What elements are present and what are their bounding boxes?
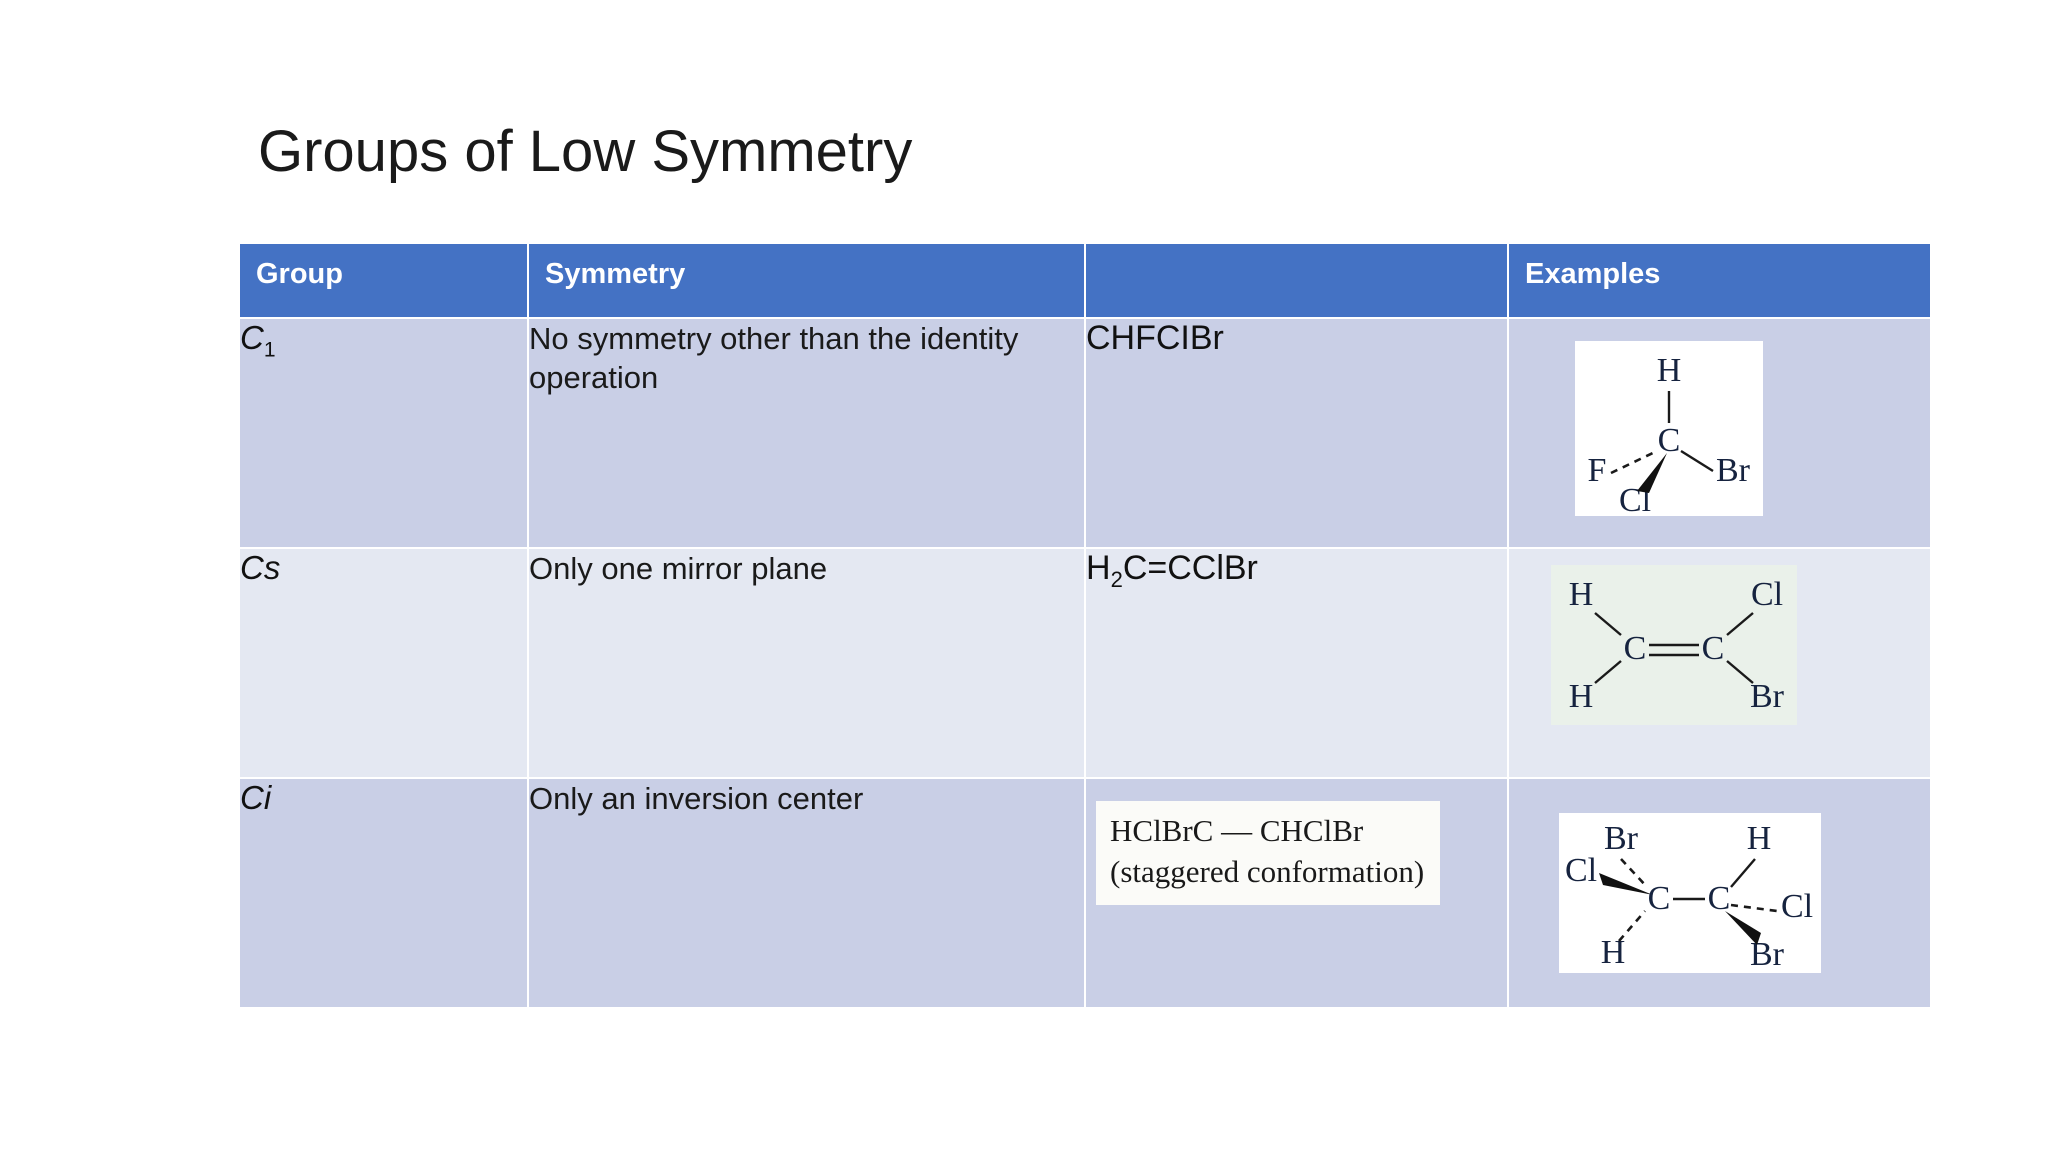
table-row: Ci Only an inversion center HClBrC — CHC… bbox=[238, 777, 1932, 1009]
group-subscript: 1 bbox=[263, 338, 276, 362]
symmetry-groups-table: Group Symmetry Examples C1 No symmetry o… bbox=[238, 242, 1932, 1009]
cell-example-ci: Br Cl H C C bbox=[1507, 777, 1932, 1009]
molecule-card-chfclbr: H C F Br Cl bbox=[1575, 341, 1763, 516]
cell-formula-cs: H2C=CClBr bbox=[1084, 547, 1509, 779]
bond-c1-br-dashed bbox=[1620, 858, 1648, 888]
atom-label-br-top-left: Br bbox=[1604, 820, 1639, 857]
bond-c2-cl-dashed bbox=[1730, 903, 1778, 913]
molecule-chfclbr-diagram: H C F Br Cl bbox=[1588, 352, 1751, 516]
group-symbol: C bbox=[240, 319, 264, 356]
formula-rest: C=CClBr bbox=[1122, 549, 1258, 587]
bond-c2-br-wedge bbox=[1725, 911, 1761, 945]
bond-c-cl-wedge bbox=[1637, 453, 1667, 493]
bond-c1-h bbox=[1618, 910, 1646, 942]
bond-c-br bbox=[1680, 449, 1714, 473]
formula-note-line-1: HClBrC — CHClBr bbox=[1110, 813, 1364, 848]
atom-label-c: C bbox=[1658, 422, 1681, 459]
atom-label-h-top-left: H bbox=[1569, 576, 1594, 613]
molecule-card-h2cccibr: H H C C bbox=[1551, 565, 1797, 725]
cell-group-c1: C1 bbox=[238, 317, 529, 549]
table-row: Cs Only one mirror plane H2C=CClBr H bbox=[238, 547, 1932, 779]
table-row: C1 No symmetry other than the identity o… bbox=[238, 317, 1932, 549]
cell-example-c1: H C F Br Cl bbox=[1507, 317, 1932, 549]
atom-label-c-left: C bbox=[1624, 630, 1647, 667]
formula-subscript: 2 bbox=[1110, 566, 1123, 592]
atom-label-c-right: C bbox=[1702, 630, 1725, 667]
column-header-symmetry: Symmetry bbox=[527, 242, 1086, 319]
cell-group-ci: Ci bbox=[238, 777, 529, 1009]
molecule-hclbrc-chclbr-diagram: Br Cl H C C bbox=[1565, 820, 1813, 973]
atom-label-cl-right: Cl bbox=[1781, 888, 1813, 925]
atom-label-h-bottom-left: H bbox=[1569, 678, 1594, 715]
cell-symmetry-c1: No symmetry other than the identity oper… bbox=[527, 317, 1086, 549]
bond-c2-br bbox=[1726, 660, 1754, 684]
molecule-card-hclbrc-chclbr: Br Cl H C C bbox=[1559, 813, 1821, 973]
cell-symmetry-ci: Only an inversion center bbox=[527, 777, 1086, 1009]
bond-c1-h-top bbox=[1594, 612, 1622, 636]
atom-label-c-right: C bbox=[1708, 880, 1731, 917]
cell-group-cs: Cs bbox=[238, 547, 529, 779]
atom-label-br: Br bbox=[1750, 678, 1785, 715]
atom-label-c-left: C bbox=[1648, 880, 1671, 917]
bond-c1-cl-wedge bbox=[1599, 873, 1653, 895]
column-header-group: Group bbox=[238, 242, 529, 319]
formula-note-box: HClBrC — CHClBr (staggered conformation) bbox=[1096, 801, 1441, 905]
bond-c2-h bbox=[1730, 858, 1756, 888]
group-symbol: Cs bbox=[240, 549, 281, 586]
bond-c2-cl bbox=[1726, 612, 1754, 636]
group-symbol: Ci bbox=[240, 779, 272, 816]
cell-formula-ci: HClBrC — CHClBr (staggered conformation) bbox=[1084, 777, 1509, 1009]
table-header-row: Group Symmetry Examples bbox=[238, 242, 1932, 319]
page-title: Groups of Low Symmetry bbox=[258, 119, 913, 184]
atom-label-cl-left: Cl bbox=[1565, 852, 1597, 889]
formula-note-line-2: (staggered conformation) bbox=[1110, 853, 1425, 889]
molecule-h2cccibr-diagram: H H C C bbox=[1569, 576, 1785, 715]
atom-label-cl: Cl bbox=[1751, 576, 1783, 613]
column-header-formula bbox=[1084, 242, 1509, 319]
atom-label-h-top-right: H bbox=[1747, 820, 1772, 857]
atom-label-h: H bbox=[1657, 352, 1682, 389]
bond-c1-h-bottom bbox=[1594, 660, 1622, 684]
column-header-examples: Examples bbox=[1507, 242, 1932, 319]
cell-symmetry-cs: Only one mirror plane bbox=[527, 547, 1086, 779]
cell-formula-c1: CHFCIBr bbox=[1084, 317, 1509, 549]
bond-c-f-dashed bbox=[1610, 449, 1658, 475]
atom-label-f: F bbox=[1588, 452, 1607, 489]
cell-example-cs: H H C C bbox=[1507, 547, 1932, 779]
atom-label-br: Br bbox=[1716, 452, 1751, 489]
formula-prefix: H bbox=[1086, 549, 1111, 587]
